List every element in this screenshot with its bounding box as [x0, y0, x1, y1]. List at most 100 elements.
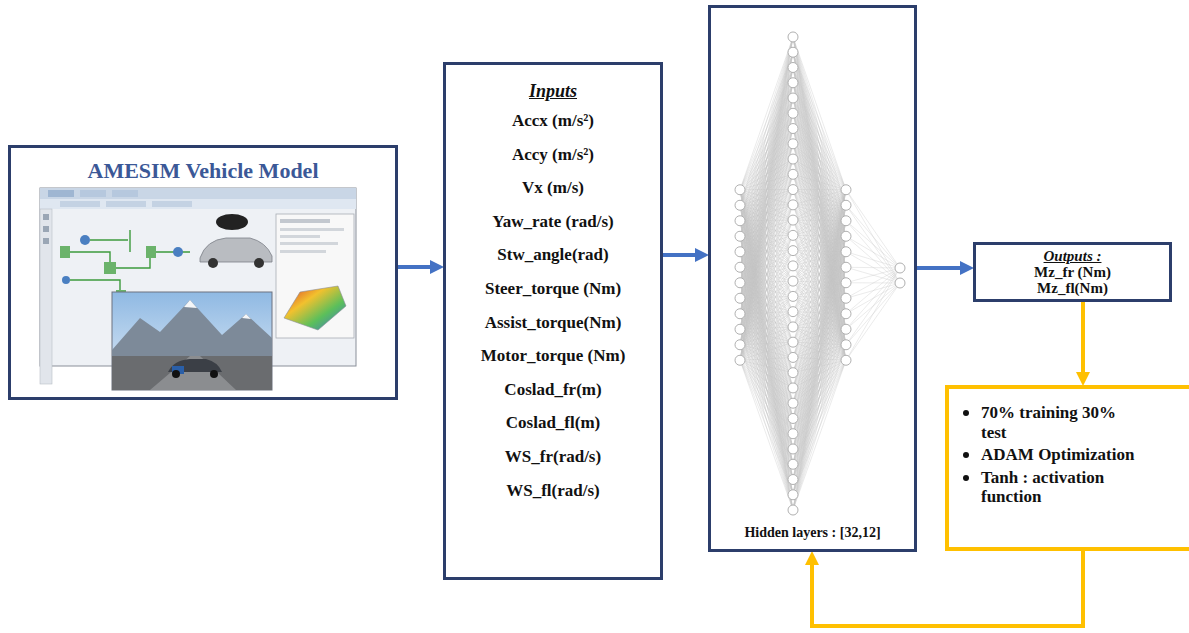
illustration-part — [112, 300, 272, 356]
network-link — [740, 345, 793, 449]
network-links — [740, 37, 900, 510]
neuron — [735, 231, 745, 241]
network-link — [740, 312, 793, 361]
network-link — [740, 342, 793, 360]
flow-arrow — [663, 253, 695, 257]
neuron — [788, 78, 798, 88]
bullet-dot — [963, 410, 969, 416]
network-neurons — [735, 32, 905, 515]
signal-name: Coslad_fl(m) — [450, 406, 656, 440]
signal-name: Motor_torque (Nm) — [450, 339, 656, 373]
network-link — [846, 252, 900, 283]
neuron — [788, 475, 798, 485]
network-link — [793, 190, 846, 221]
simulation-view — [112, 292, 272, 390]
network-link — [740, 360, 793, 510]
neuron — [788, 215, 798, 225]
illustration-part — [43, 226, 49, 232]
neuron — [788, 413, 798, 423]
network-link — [740, 251, 793, 361]
network-link — [846, 205, 900, 268]
illustration-part — [62, 252, 190, 268]
network-link — [740, 144, 793, 360]
neuron — [788, 246, 798, 256]
flow-arrow — [398, 265, 430, 269]
neuron — [788, 337, 798, 347]
neuron — [895, 263, 905, 273]
network-link — [846, 268, 900, 345]
flow-arrow — [1081, 302, 1085, 372]
neuron — [841, 216, 851, 226]
network-link — [793, 190, 846, 495]
neuron — [735, 340, 745, 350]
network-link — [740, 174, 793, 360]
network-link — [740, 360, 793, 449]
neuron — [735, 309, 745, 319]
network-link — [740, 52, 793, 360]
neuron — [735, 324, 745, 334]
network-link — [846, 190, 900, 283]
illustration-part — [104, 262, 116, 274]
neuron — [735, 293, 745, 303]
network-link — [793, 190, 846, 449]
network-link — [793, 190, 846, 206]
inputs-box: InputsAccx (m/s²)Accy (m/s²)Vx (m/s)Yaw_… — [443, 62, 663, 580]
network-link — [846, 267, 900, 269]
network-link — [740, 345, 793, 403]
signal-name: Coslad_fr(m) — [450, 373, 656, 407]
neuron — [841, 324, 851, 334]
network-link — [740, 129, 793, 361]
network-link — [793, 174, 846, 189]
illustration-part — [280, 242, 338, 245]
illustration-part — [146, 246, 156, 258]
neuron — [788, 47, 798, 57]
illustration-part — [40, 209, 52, 384]
neural-network-graph — [735, 32, 905, 515]
network-link — [846, 283, 900, 360]
network-link — [740, 329, 793, 449]
illustration-part — [210, 370, 218, 378]
network-link — [740, 205, 793, 360]
neuron — [788, 32, 798, 42]
neuron — [788, 352, 798, 362]
illustration-part — [280, 228, 344, 231]
network-link — [740, 327, 793, 360]
neuron — [788, 93, 798, 103]
network-link — [740, 329, 793, 510]
neuron — [841, 262, 851, 272]
network-link — [846, 268, 900, 314]
illustration-part — [216, 214, 248, 230]
network-link — [740, 314, 793, 480]
network-link — [740, 98, 793, 360]
neuron — [788, 291, 798, 301]
illustration-part — [106, 201, 146, 207]
network-link — [740, 83, 793, 361]
network-link — [740, 345, 793, 465]
network-link — [846, 205, 900, 283]
signal-name: Stw_angle(rad) — [450, 238, 656, 272]
neuron — [788, 124, 798, 134]
network-link — [740, 329, 793, 433]
neuron — [735, 355, 745, 365]
network-link — [793, 190, 846, 510]
network-link — [740, 357, 793, 360]
neuron — [735, 278, 745, 288]
network-link — [740, 37, 793, 360]
neuron — [788, 444, 798, 454]
network-link — [740, 314, 793, 495]
network-link — [793, 52, 846, 236]
network-link — [793, 205, 846, 510]
neuron — [841, 340, 851, 350]
network-link — [793, 360, 846, 510]
neuron — [788, 398, 798, 408]
illustration-part — [208, 258, 218, 268]
network-link — [793, 190, 846, 327]
signal-name: Accy (m/s²) — [450, 138, 656, 172]
network-link — [793, 190, 846, 480]
box-heading: Outputs : — [980, 248, 1165, 264]
neuron — [735, 262, 745, 272]
network-link — [740, 37, 793, 314]
network-link — [740, 345, 793, 434]
illustration-part — [276, 214, 354, 338]
